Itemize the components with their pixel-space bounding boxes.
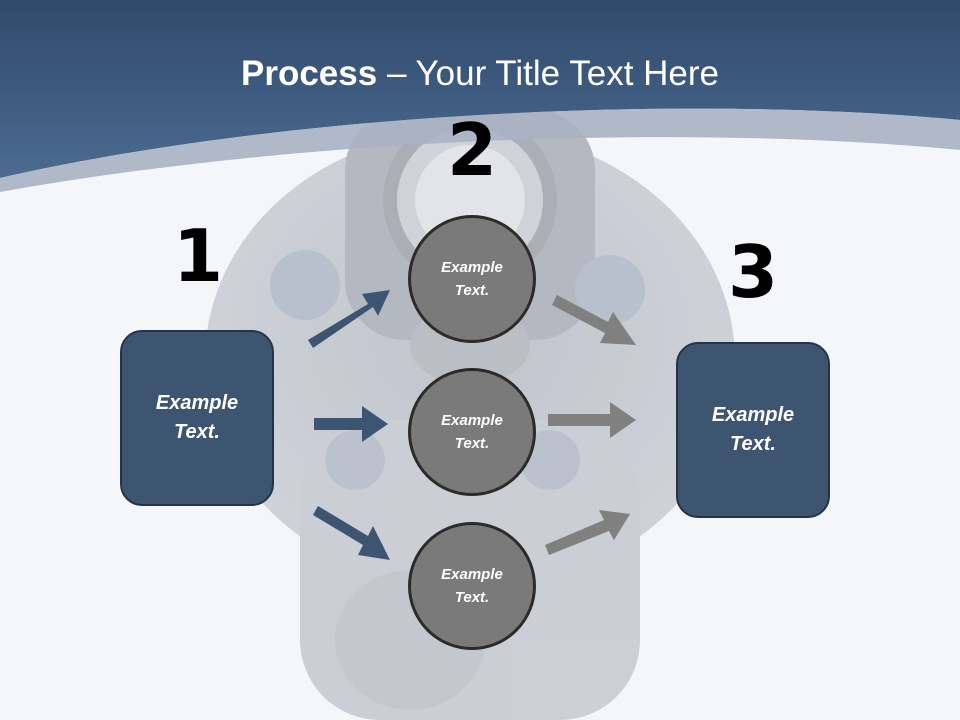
step-2-circle-bottom[interactable]: Example Text. [408, 522, 536, 650]
step-1-text: Example Text. [155, 392, 239, 443]
step-2-circle-middle-text: Example Text. [441, 412, 503, 452]
title-bold: Process [241, 54, 378, 93]
step-2-circle-middle[interactable]: Example Text. [408, 368, 536, 496]
step-3-box[interactable]: Example Text. [676, 342, 830, 518]
header-band [0, 0, 960, 178]
arrow-1-to-2-middle [314, 406, 388, 442]
step-3-text: Example Text. [711, 404, 795, 455]
step-2-circle-top[interactable]: Example Text. [408, 215, 536, 343]
arrow-2-middle-to-3 [548, 402, 636, 438]
step-2-circle-bottom-text: Example Text. [441, 566, 503, 606]
arrow-1-to-2-top [308, 290, 390, 348]
step-2-circle-top-text: Example Text. [441, 259, 503, 299]
title-rest: – Your Title Text Here [377, 54, 719, 93]
slide-title: Process – Your Title Text Here [0, 52, 960, 96]
step-number-2: 2 [446, 108, 498, 192]
arrow-2-top-to-3 [552, 295, 636, 345]
arrow-1-to-2-bottom [313, 506, 390, 560]
arrow-2-bottom-to-3 [545, 510, 630, 555]
step-number-1: 1 [172, 214, 224, 298]
header-swoosh [0, 108, 960, 192]
step-number-3: 3 [727, 230, 779, 314]
step-1-box[interactable]: Example Text. [120, 330, 274, 506]
